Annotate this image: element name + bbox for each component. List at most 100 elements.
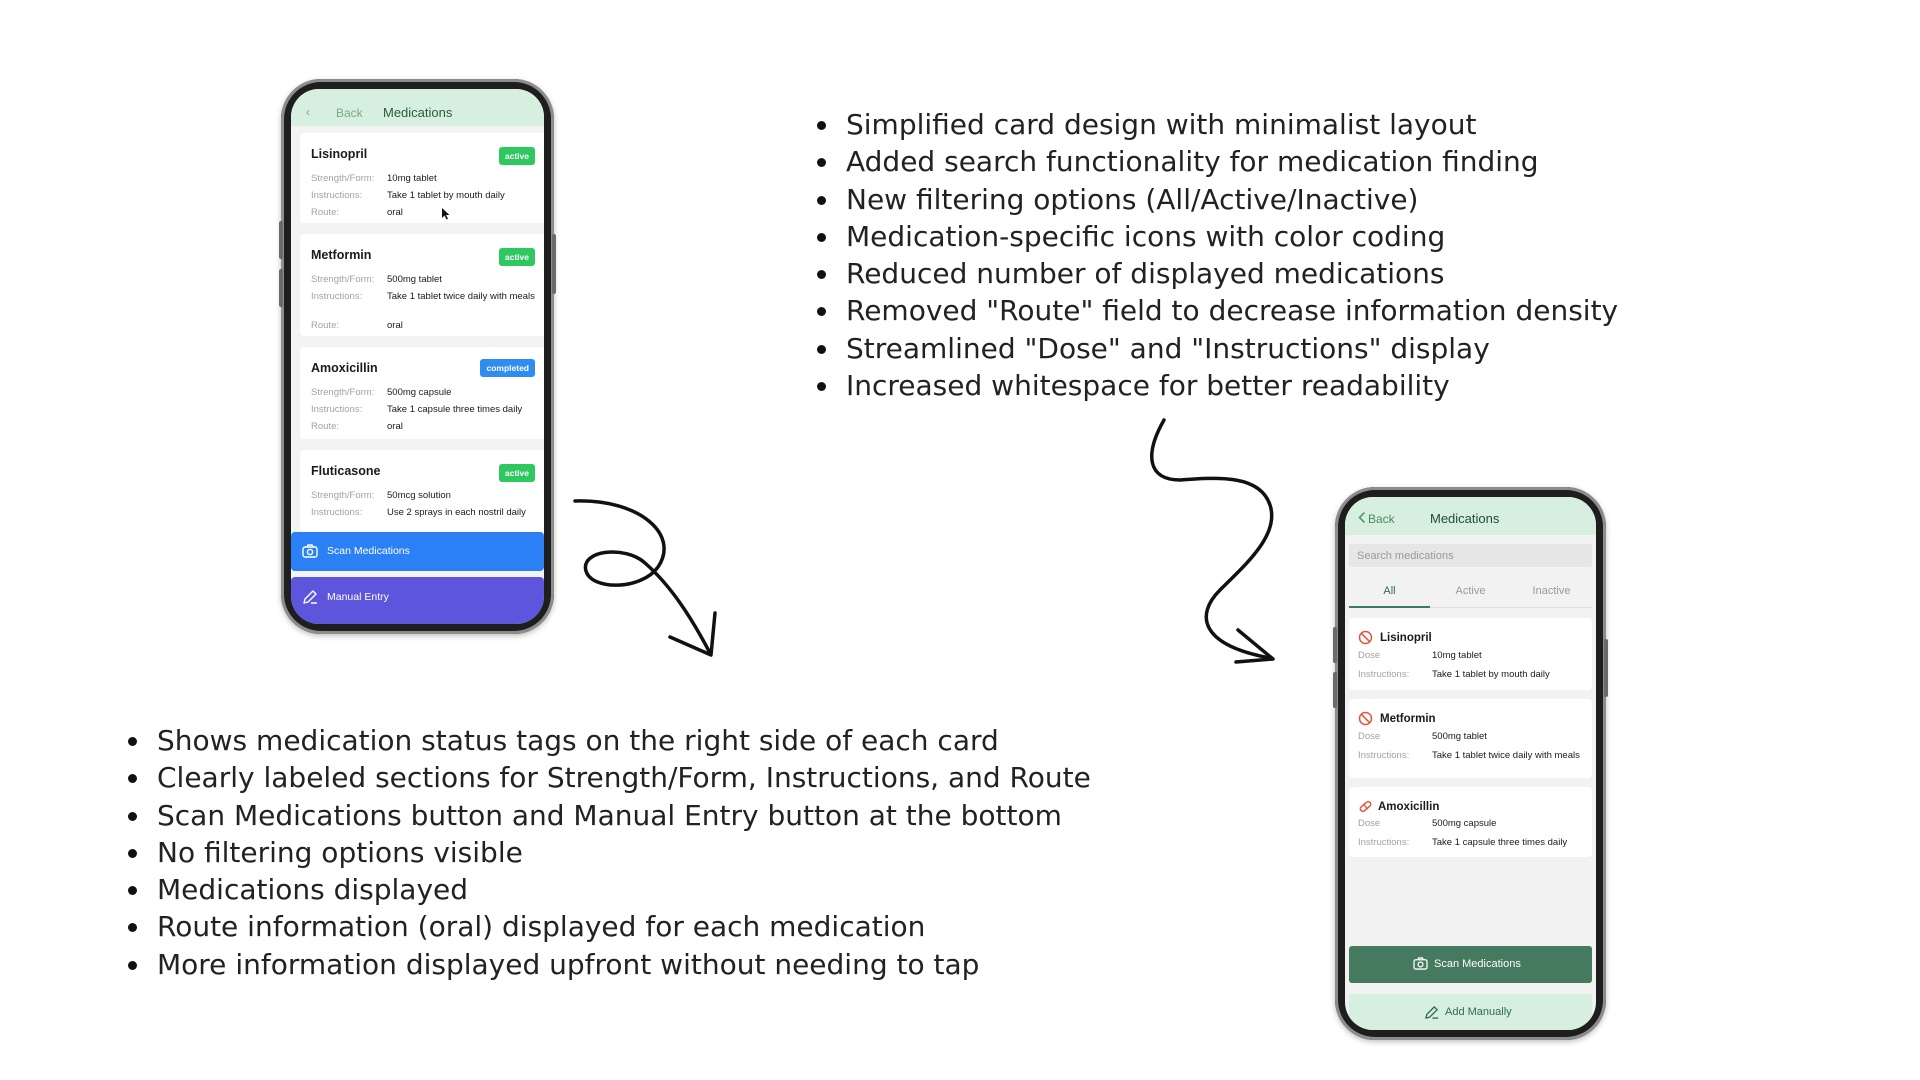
new-screen: Back Medications Search medications All … xyxy=(1345,497,1596,1030)
note-item: Simplified card design with minimalist l… xyxy=(817,106,1618,143)
strength-value: 500mg tablet xyxy=(387,274,442,285)
old-design-notes: Shows medication status tags on the righ… xyxy=(128,722,1091,983)
field-label: Route: xyxy=(311,320,339,331)
medication-name: Metformin xyxy=(311,248,372,262)
add-manually-button[interactable]: Add Manually xyxy=(1349,994,1592,1030)
loop-arrow-icon xyxy=(573,499,717,657)
note-item: Streamlined "Dose" and "Instructions" di… xyxy=(817,330,1618,367)
scan-button-label: Scan Medications xyxy=(327,545,410,557)
scan-button-label: Scan Medications xyxy=(1434,958,1521,970)
pill-icon xyxy=(1359,801,1372,812)
instructions-value: Take 1 tablet by mouth daily xyxy=(387,190,505,201)
field-label: Instructions: xyxy=(1358,750,1410,761)
field-label: Strength/Form: xyxy=(311,274,375,285)
route-value: oral xyxy=(387,207,403,218)
search-input[interactable]: Search medications xyxy=(1349,544,1592,567)
medication-name: Metformin xyxy=(1380,713,1436,725)
manual-button-label: Manual Entry xyxy=(327,591,389,603)
pencil-icon xyxy=(303,590,317,604)
new-design-phone: Back Medications Search medications All … xyxy=(1333,487,1608,1040)
field-label: Strength/Form: xyxy=(311,490,375,501)
instructions-value: Use 2 sprays in each nostril daily xyxy=(387,507,526,518)
medication-name: Lisinopril xyxy=(1380,632,1432,644)
route-value: oral xyxy=(387,421,403,432)
field-label: Strength/Form: xyxy=(311,173,375,184)
back-button[interactable]: Back xyxy=(1368,512,1395,526)
medication-name: Amoxicillin xyxy=(311,361,378,375)
tab-all[interactable]: All xyxy=(1383,585,1396,597)
search-placeholder: Search medications xyxy=(1357,550,1454,562)
medication-card[interactable]: Metformin active Strength/Form:500mg tab… xyxy=(300,234,544,336)
field-label: Instructions: xyxy=(1358,837,1410,848)
status-badge: active xyxy=(498,464,535,482)
instructions-value: Take 1 tablet twice daily with meals xyxy=(387,291,535,302)
scan-medications-button[interactable]: Scan Medications xyxy=(291,532,544,571)
field-label: Instructions: xyxy=(311,190,363,201)
no-entry-icon xyxy=(1358,711,1373,726)
back-button[interactable]: Back xyxy=(336,106,363,120)
curve-arrow-icon xyxy=(1150,418,1275,664)
manual-entry-button[interactable]: Manual Entry xyxy=(291,577,544,624)
chevron-left-icon[interactable]: ‹ xyxy=(306,105,310,119)
instructions-value: Take 1 tablet by mouth daily xyxy=(1432,669,1550,680)
old-screen: ‹ Back Medications Lisinopril active Str… xyxy=(291,89,544,624)
note-item: Clearly labeled sections for Strength/Fo… xyxy=(128,759,1091,796)
camera-icon xyxy=(302,544,318,558)
field-label: Dose xyxy=(1358,650,1381,661)
note-item: Shows medication status tags on the righ… xyxy=(128,722,1091,759)
old-design-phone: ‹ Back Medications Lisinopril active Str… xyxy=(279,79,556,634)
medication-card[interactable]: Fluticasone active Strength/Form: 50mcg s… xyxy=(300,450,544,532)
filter-tabs: All Active Inactive xyxy=(1349,577,1592,608)
note-item: Increased whitespace for better readabil… xyxy=(817,367,1618,404)
field-label: Instructions: xyxy=(311,291,363,302)
note-item: Scan Medications button and Manual Entry… xyxy=(128,797,1091,834)
dose-value: 10mg tablet xyxy=(1432,650,1482,661)
medication-card[interactable]: Amoxicillin completed Strength/Form:500m… xyxy=(300,347,544,439)
strength-value: 500mg capsule xyxy=(387,387,452,398)
active-tab-indicator xyxy=(1349,606,1430,608)
route-value: oral xyxy=(387,320,403,331)
field-label: Route: xyxy=(311,421,339,432)
medication-name: Amoxicillin xyxy=(1378,801,1440,813)
phone-side-button xyxy=(279,221,283,259)
field-label: Instructions: xyxy=(311,404,363,415)
field-label: Strength/Form: xyxy=(311,387,375,398)
chevron-left-icon[interactable] xyxy=(1358,512,1365,523)
phone-side-button xyxy=(1333,672,1337,708)
medication-card[interactable]: Metformin Dose 500mg tablet Instructions:… xyxy=(1349,699,1592,778)
phone-side-button xyxy=(1604,639,1608,697)
note-item: Added search functionality for medicatio… xyxy=(817,143,1618,180)
field-label: Dose xyxy=(1358,818,1381,829)
no-entry-icon xyxy=(1358,630,1373,645)
medication-name: Fluticasone xyxy=(311,464,381,478)
status-badge: active xyxy=(498,147,535,165)
field-label: Instructions: xyxy=(311,507,363,518)
medication-card[interactable]: Lisinopril Dose 10mg tablet Instructions:… xyxy=(1349,618,1592,690)
tab-active[interactable]: Active xyxy=(1455,585,1486,597)
note-item: Medication-specific icons with color cod… xyxy=(817,218,1618,255)
note-item: Reduced number of displayed medications xyxy=(817,255,1618,292)
field-label: Dose xyxy=(1358,731,1381,742)
strength-value: 10mg tablet xyxy=(387,173,437,184)
strength-value: 50mcg solution xyxy=(387,490,451,501)
phone-side-button xyxy=(552,234,556,294)
page-title: Medications xyxy=(1430,511,1500,526)
dose-value: 500mg tablet xyxy=(1432,731,1487,742)
app-header: ‹ Back Medications xyxy=(291,89,544,126)
field-label: Route: xyxy=(311,207,339,218)
tab-inactive[interactable]: Inactive xyxy=(1532,585,1571,597)
phone-side-button xyxy=(279,269,283,307)
field-label: Instructions: xyxy=(1358,669,1410,680)
scan-medications-button[interactable]: Scan Medications xyxy=(1349,946,1592,983)
app-header: Back Medications xyxy=(1345,497,1596,535)
medication-card[interactable]: Lisinopril active Strength/Form: 10mg tab… xyxy=(300,133,544,223)
note-item: Removed "Route" field to decrease inform… xyxy=(817,292,1618,329)
instructions-value: Take 1 tablet twice daily with meals xyxy=(1432,750,1580,761)
pencil-icon xyxy=(1425,1006,1439,1019)
add-button-label: Add Manually xyxy=(1445,1006,1512,1018)
note-item: Medications displayed xyxy=(128,871,1091,908)
medication-name: Lisinopril xyxy=(311,147,368,161)
new-design-notes: Simplified card design with minimalist l… xyxy=(817,106,1618,404)
note-item: More information displayed upfront witho… xyxy=(128,946,1091,983)
